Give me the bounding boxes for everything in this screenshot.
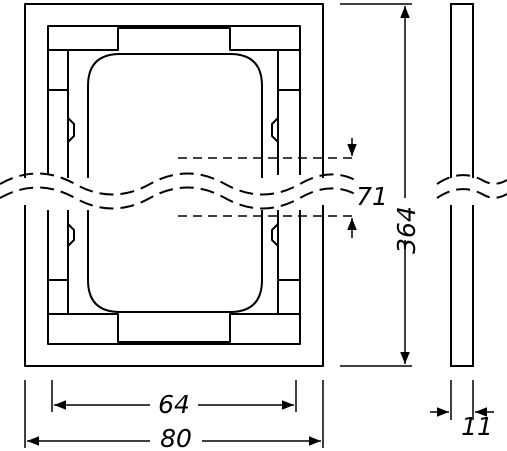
window-opening-top xyxy=(87,53,263,178)
right-notch-top xyxy=(271,117,279,143)
dim-label-total-height: 364 xyxy=(392,206,421,254)
break-line-side-lower xyxy=(436,188,507,199)
frame-bottom-half xyxy=(24,205,324,367)
inner-frame-bottom-outline xyxy=(47,210,301,345)
inner-step-top xyxy=(67,27,279,178)
side-view-bottom xyxy=(450,205,474,367)
dim-label-outer-width: 80 xyxy=(160,424,192,451)
dim-label-pitch: 71 xyxy=(356,182,388,211)
front-view-frame xyxy=(24,3,324,367)
outer-frame-top-outline xyxy=(24,3,324,178)
break-lines xyxy=(0,172,507,210)
dim-label-inner-width: 64 xyxy=(158,390,190,419)
outer-frame-bottom-outline xyxy=(24,205,324,367)
inner-step-bottom xyxy=(67,210,279,343)
left-notch-top xyxy=(67,117,75,143)
break-line-upper xyxy=(0,172,356,196)
inner-frame-top-outline xyxy=(47,25,301,175)
left-notch-bottom xyxy=(67,223,75,247)
frame-top-half xyxy=(24,3,324,178)
side-view xyxy=(450,3,474,367)
break-line-side-upper xyxy=(436,174,507,185)
side-view-top xyxy=(450,3,474,178)
window-opening-bottom xyxy=(87,210,263,313)
right-notch-bottom xyxy=(271,223,279,247)
dim-label-depth: 11 xyxy=(461,412,493,441)
break-line-lower xyxy=(0,186,356,210)
